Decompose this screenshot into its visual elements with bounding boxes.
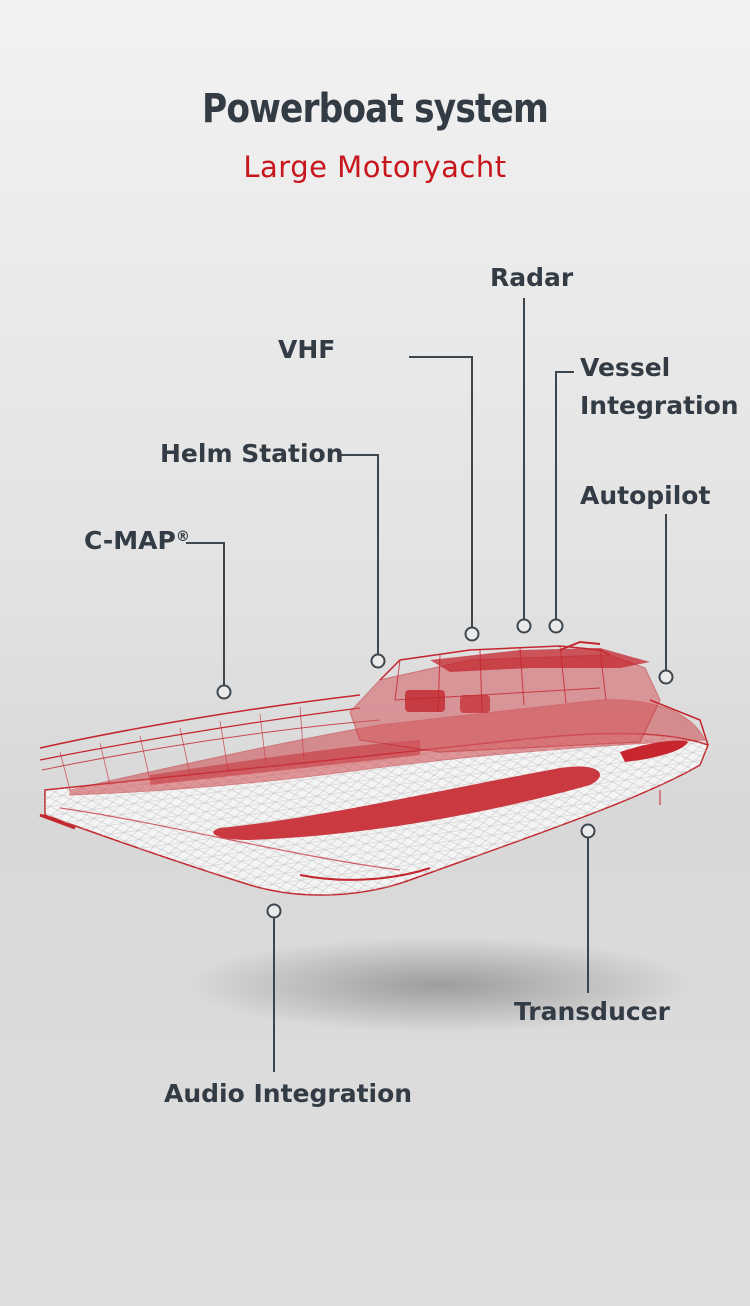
autopilot-marker: [660, 671, 673, 684]
audio-integration-marker: [268, 905, 281, 918]
label-audio-integration: Audio Integration: [164, 1075, 412, 1113]
helm-station-leader: [341, 455, 378, 654]
label-vhf: VHF: [278, 331, 335, 369]
label-transducer: Transducer: [514, 993, 670, 1031]
label-helm-station: Helm Station: [160, 435, 344, 473]
label-radar: Radar: [490, 259, 573, 297]
label-cmap: C-MAP®: [84, 522, 190, 560]
yacht-illustration: [40, 642, 708, 895]
helm-station-marker: [372, 655, 385, 668]
vessel-integration-leader: [556, 372, 574, 619]
vhf-leader: [409, 357, 472, 627]
label-autopilot: Autopilot: [580, 477, 710, 515]
registered-mark: ®: [176, 529, 190, 545]
cmap-marker: [218, 686, 231, 699]
cmap-leader: [186, 543, 224, 686]
vhf-marker: [466, 628, 479, 641]
transducer-marker: [582, 825, 595, 838]
radar-marker: [518, 620, 531, 633]
label-vessel-integration: Vessel Integration: [580, 349, 739, 425]
vessel-integration-marker: [550, 620, 563, 633]
